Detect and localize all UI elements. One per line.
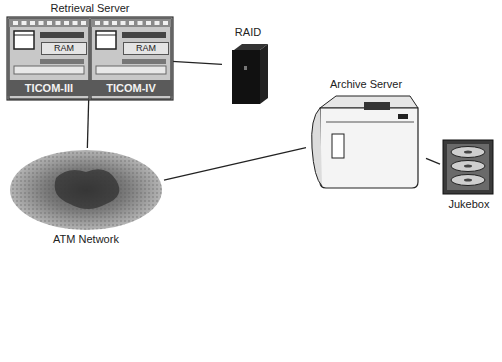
device-node: Jukebox bbox=[440, 138, 498, 214]
network-link bbox=[172, 61, 222, 64]
network-link bbox=[426, 158, 440, 164]
server-unit: RAM TICOM-IV bbox=[90, 18, 172, 100]
archive-label: Archive Server bbox=[304, 78, 428, 91]
server-heading: Retrieval Server bbox=[4, 2, 176, 15]
server-unit: RAM TICOM-III bbox=[8, 18, 90, 100]
unit-label: TICOM-III bbox=[7, 80, 91, 96]
node-shape bbox=[306, 78, 426, 190]
ram-label: RAM bbox=[41, 42, 87, 55]
network-link bbox=[87, 100, 88, 148]
network-link bbox=[164, 148, 306, 180]
network-cloud: ATM Network bbox=[8, 148, 164, 248]
jukebox-label: Jukebox bbox=[438, 198, 500, 211]
device-node: RAID bbox=[222, 26, 274, 106]
device-node: Archive Server bbox=[306, 78, 426, 190]
unit-label: TICOM-IV bbox=[89, 80, 173, 96]
raid-label: RAID bbox=[220, 26, 276, 39]
ram-label: RAM bbox=[123, 42, 169, 55]
device-node: Retrieval ServerRAM TICOM-III RAM TICOM-IV bbox=[6, 2, 174, 100]
network-label: ATM Network bbox=[6, 233, 166, 246]
